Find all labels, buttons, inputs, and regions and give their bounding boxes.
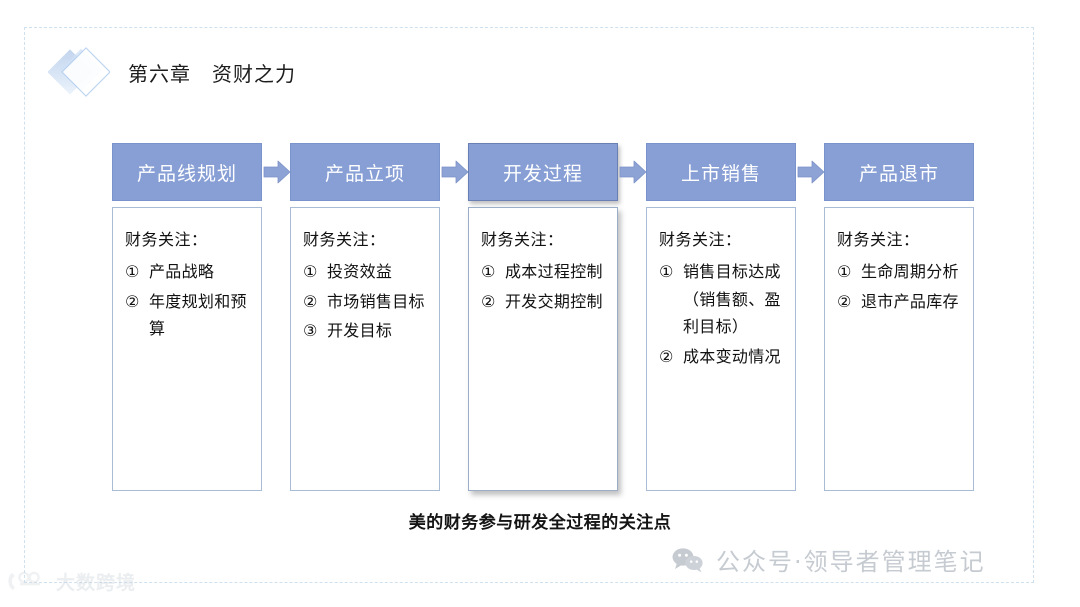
list-item: ② 市场销售目标 [303, 288, 429, 316]
list-item-text: 市场销售目标 [327, 291, 425, 311]
right-arrow-icon [441, 159, 469, 185]
stage-body-product-initiation: 财务关注： ① 投资效益 ② 市场销售目标 ③ 开发目标 [290, 207, 440, 491]
brand-watermark: 大数跨境 [6, 568, 136, 595]
list-item-number: ① [303, 262, 318, 281]
focus-label: 财务关注： [659, 230, 742, 249]
stage-product-line-planning[interactable]: 产品线规划财务关注： ① 产品战略 ② 年度规划和预算 [112, 143, 262, 491]
list-item-text: 开发交期控制 [505, 291, 603, 311]
right-arrow-icon [797, 159, 825, 185]
list-item-number: ② [303, 291, 318, 311]
list-item-number: ② [659, 346, 674, 366]
list-item-text: 成本变动情况 [683, 346, 781, 366]
slide-header: 第六章 资财之力 [48, 44, 296, 100]
focus-label: 财务关注： [481, 230, 564, 249]
list-item-text: 成本过程控制 [505, 262, 603, 281]
list-item: ② 开发交期控制 [481, 288, 607, 316]
stage-title: 产品立项 [324, 162, 405, 185]
list-item-number: ② [481, 291, 496, 311]
stage-header-market-launch-sales[interactable]: 上市销售 [646, 143, 796, 201]
focus-label: 财务关注： [125, 230, 208, 249]
wechat-icon [672, 547, 704, 573]
list-item-text: 年度规划和预算 [149, 291, 247, 339]
stage-header-product-line-planning[interactable]: 产品线规划 [112, 143, 262, 201]
list-item-text: 产品战略 [149, 262, 215, 281]
dashuakuajing-logo-icon [6, 569, 50, 595]
focus-label: 财务关注： [837, 230, 920, 249]
stage-body-product-retirement: 财务关注： ① 生命周期分析 ② 退市产品库存 [824, 207, 974, 491]
focus-label: 财务关注： [303, 230, 386, 249]
list-item: ③ 开发目标 [303, 317, 429, 345]
list-item-text: 投资效益 [327, 262, 393, 281]
list-item-text: 退市产品库存 [861, 291, 959, 311]
stage-header-product-initiation[interactable]: 产品立项 [290, 143, 440, 201]
wechat-watermark: 公众号·领导者管理笔记 [672, 542, 986, 577]
list-item-number: ② [837, 291, 852, 311]
list-item: ① 销售目标达成（销售额、盈利目标） [659, 258, 785, 341]
wechat-watermark-text: 公众号·领导者管理笔记 [716, 548, 986, 576]
right-arrow-icon [619, 159, 647, 185]
list-item: ① 产品战略 [125, 258, 251, 286]
stage-title: 产品退市 [858, 162, 939, 185]
right-arrow-icon [263, 159, 291, 185]
brand-watermark-text: 大数跨境 [56, 572, 137, 594]
list-item-number: ① [659, 262, 674, 281]
list-item: ② 退市产品库存 [837, 288, 963, 316]
page-title: 第六章 资财之力 [128, 61, 296, 86]
list-item-text: 开发目标 [327, 321, 393, 341]
stage-development-process[interactable]: 开发过程财务关注： ① 成本过程控制 ② 开发交期控制 [468, 143, 618, 491]
list-item: ① 生命周期分析 [837, 258, 963, 286]
list-item-number: ③ [303, 321, 318, 341]
list-item-number: ① [837, 262, 852, 281]
stage-market-launch-sales[interactable]: 上市销售财务关注： ① 销售目标达成（销售额、盈利目标） ② 成本变动情况 [646, 143, 796, 491]
list-item-text: 生命周期分析 [861, 262, 959, 281]
overlapping-diamonds-icon [48, 44, 110, 100]
slide-caption: 美的财务参与研发全过程的关注点 [408, 513, 672, 533]
stage-header-development-process[interactable]: 开发过程 [468, 143, 618, 201]
stage-product-retirement[interactable]: 产品退市财务关注： ① 生命周期分析 ② 退市产品库存 [824, 143, 974, 491]
list-item: ② 年度规划和预算 [125, 288, 251, 343]
stage-body-development-process: 财务关注： ① 成本过程控制 ② 开发交期控制 [468, 207, 618, 491]
list-item-number: ② [125, 291, 140, 311]
list-item: ② 成本变动情况 [659, 343, 785, 371]
stage-title: 产品线规划 [136, 162, 237, 185]
list-item-number: ① [125, 262, 140, 281]
stage-product-initiation[interactable]: 产品立项财务关注： ① 投资效益 ② 市场销售目标 ③ 开发目标 [290, 143, 440, 491]
stage-body-product-line-planning: 财务关注： ① 产品战略 ② 年度规划和预算 [112, 207, 262, 491]
stage-title: 上市销售 [680, 162, 761, 185]
stage-header-product-retirement[interactable]: 产品退市 [824, 143, 974, 201]
list-item: ① 投资效益 [303, 258, 429, 286]
process-flow: 产品线规划财务关注： ① 产品战略 ② 年度规划和预算 产品立项财务关注： ① 投资效益 ② 市场… [112, 143, 974, 495]
stage-body-market-launch-sales: 财务关注： ① 销售目标达成（销售额、盈利目标） ② 成本变动情况 [646, 207, 796, 491]
stage-title: 开发过程 [502, 162, 583, 185]
list-item: ① 成本过程控制 [481, 258, 607, 286]
list-item-text: 销售目标达成（销售额、盈利目标） [683, 262, 781, 337]
list-item-number: ① [481, 262, 496, 281]
